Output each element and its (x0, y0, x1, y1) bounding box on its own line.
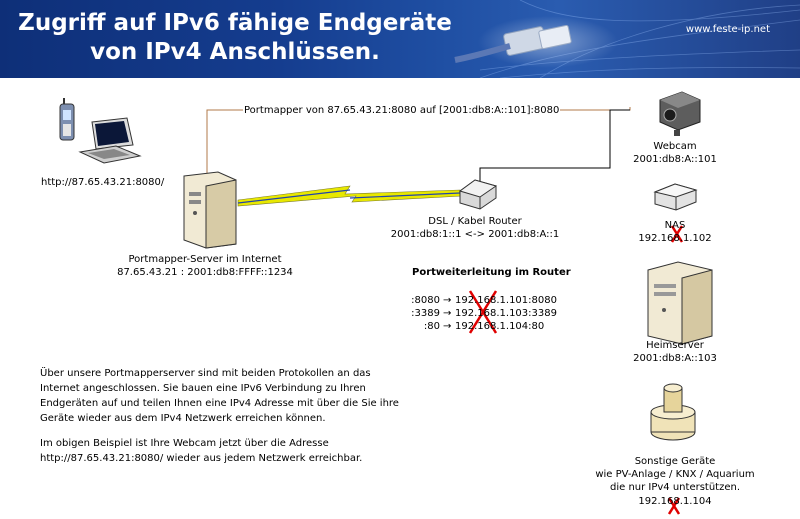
phone-icon (59, 98, 75, 141)
laptop-icon (78, 117, 142, 164)
banner-url: www.feste-ip.net (685, 24, 770, 35)
forwarding-port-1: :8080 (411, 295, 440, 306)
forwarding-title: Portweiterleitung im Router (412, 267, 571, 278)
nas-label: NAS (664, 220, 686, 231)
webcam-label: Webcam (653, 141, 697, 152)
server-label: Portmapper-Server im Internet (128, 254, 282, 265)
forwarding-arrow-2: → (443, 308, 452, 319)
server-icon (183, 171, 237, 249)
forwarding-port-2: :3389 (411, 308, 440, 319)
homeserver-label: Heimserver (646, 340, 704, 351)
cross-icon (468, 225, 684, 515)
homeserver-address: 2001:db8:A::103 (633, 353, 717, 364)
portmapper-route-line (206, 107, 631, 185)
homeserver-icon (647, 261, 713, 345)
forwarding-arrow-3: → (443, 321, 452, 332)
server-address: 87.65.43.21 : 2001:db8:FFFF::1234 (117, 267, 293, 278)
webcam-icon (659, 91, 701, 136)
client-url: http://87.65.43.21:8080/ (41, 177, 165, 188)
description-paragraph-1: Über unsere Portmapperserver sind mit be… (40, 368, 399, 424)
header-banner: Zugriff auf IPv6 fähige Endgeräte von IP… (0, 0, 800, 78)
forwarding-target-2: 192.168.1.103:3389 (455, 308, 557, 319)
lightning-icon (237, 185, 463, 207)
webcam-address: 2001:db8:A::101 (633, 154, 717, 165)
forwarding-target-3: 192.168.1.104:80 (455, 321, 545, 332)
nas-icon (653, 183, 698, 211)
other-devices-line2: wie PV-Anlage / KNX / Aquarium (595, 469, 755, 480)
router-icon (458, 179, 498, 210)
forwarding-arrow-1: → (443, 295, 452, 306)
banner-title-line2: von IPv4 Anschlüssen. (90, 39, 380, 65)
portmapper-line-label: Portmapper von 87.65.43.21:8080 auf [200… (243, 104, 561, 117)
device-icon (650, 383, 696, 441)
nas-address: 192.168.1.102 (638, 233, 712, 244)
forwarding-port-3: :80 (423, 321, 440, 332)
description-paragraph-2: Im obigen Beispiel ist Ihre Webcam jetzt… (40, 438, 363, 464)
router-label: DSL / Kabel Router (428, 216, 522, 227)
other-devices-address: 192.168.1.104 (638, 496, 712, 507)
other-devices-label: Sonstige Geräte (634, 456, 716, 467)
router-webcam-line (479, 109, 630, 183)
other-devices-line3: die nur IPv4 unterstützen. (609, 482, 741, 493)
forwarding-target-1: 192.168.1.101:8080 (455, 295, 557, 306)
network-cable-icon (454, 0, 800, 78)
router-address: 2001:db8:1::1 <-> 2001:db8:A::1 (390, 229, 560, 240)
banner-title-line1: Zugriff auf IPv6 fähige Endgeräte (18, 10, 452, 36)
